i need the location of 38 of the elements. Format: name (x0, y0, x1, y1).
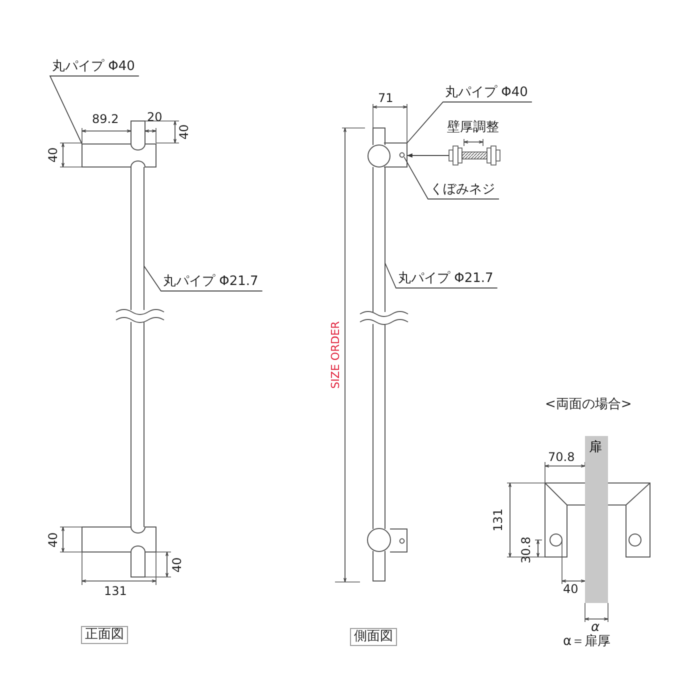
pipe-head (82, 526, 156, 552)
dimension-value: 70.8 (548, 450, 575, 464)
view-title: 正面図 (81, 626, 128, 644)
callout-label: 丸パイプ Φ40 (52, 60, 135, 74)
bracket (384, 142, 408, 168)
dimension-value: 40 (177, 124, 191, 140)
door-label: 扉 (589, 440, 602, 455)
door-panel (585, 436, 608, 603)
dimension-value: 壁厚調整 (447, 121, 499, 135)
leader-line (384, 262, 498, 288)
note-text: α＝扉厚 (563, 635, 611, 649)
callout-label: 丸パイプ Φ21.7 (398, 272, 494, 286)
pipe (116, 166, 164, 528)
pipe-head (82, 144, 156, 168)
leader-line (406, 102, 532, 144)
dimension-value: 40 (563, 582, 578, 596)
leader-line (144, 266, 263, 292)
arrow (406, 153, 450, 158)
dimension-value: 131 (104, 584, 127, 598)
dimension-value: 71 (378, 91, 394, 105)
section-heading: <両面の場合> (545, 398, 632, 412)
leader-line (404, 156, 500, 200)
leader-line (49, 76, 140, 144)
dimension-value: SIZE ORDER (329, 321, 343, 389)
dimension-value: 30.8 (519, 536, 533, 564)
dimension-value: 40 (46, 147, 60, 163)
view-title: 側面図 (350, 628, 397, 646)
adjuster-bolt-drawing (448, 146, 500, 166)
dimension-value: 40 (170, 557, 184, 573)
callout-label: 丸パイプ Φ40 (445, 86, 528, 100)
screw (399, 152, 405, 158)
dimension-value: 89.2 (92, 112, 119, 126)
dimension-value: 131 (491, 508, 505, 532)
callout-label: 丸パイプ Φ21.7 (163, 275, 258, 289)
dimension-value: 40 (46, 532, 60, 548)
dimension-value: α (591, 621, 600, 635)
dimension-value: 20 (147, 110, 162, 124)
callout-label: くぼみネジ (430, 183, 495, 197)
